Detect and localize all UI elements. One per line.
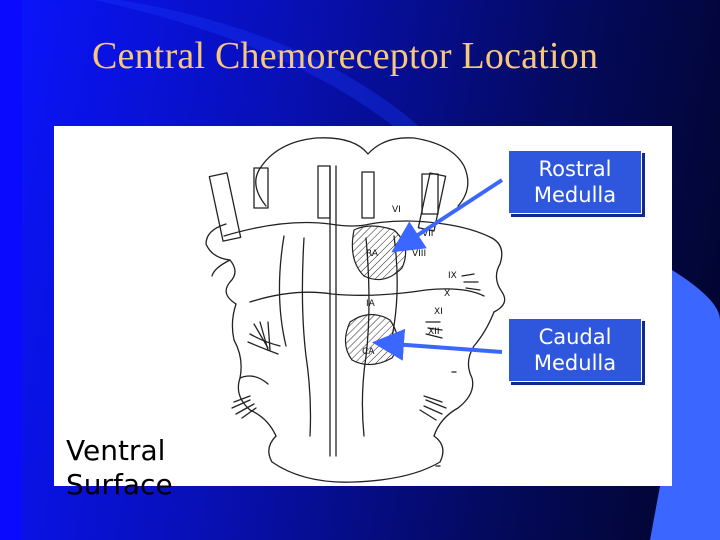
- slide-title: Central Chemoreceptor Location: [92, 35, 599, 77]
- center-vessel-right: [361, 171, 375, 219]
- left-fan-rootlets: [253, 321, 271, 351]
- center-vessel-left: [317, 165, 331, 219]
- label-vii: VII: [422, 229, 433, 239]
- left-wing-outline: [205, 223, 237, 305]
- pons-left-edge: [255, 169, 267, 207]
- left-rootlet-3: [239, 375, 269, 385]
- rostral-callout-line1: Rostral: [538, 157, 612, 181]
- rostral-callout-line2: Medulla: [533, 183, 617, 207]
- label-ca: CA: [362, 347, 375, 357]
- ventral-surface-caption: Ventral Surface: [66, 434, 173, 502]
- rostral-medulla-callout: Rostral Medulla: [508, 150, 642, 214]
- right-rootlets-xii: [425, 321, 443, 339]
- right-rootlets-ix: [461, 273, 481, 291]
- left-vertebral-artery: [278, 235, 287, 347]
- label-ra: RA: [366, 249, 379, 259]
- pons-upper-outline: [258, 137, 469, 207]
- caudal-callout-line2: Medulla: [533, 351, 617, 375]
- label-ia: IA: [366, 299, 376, 309]
- left-accent-bar: [0, 0, 22, 540]
- right-lower-roots: [419, 395, 447, 421]
- caudal-callout-line1: Caudal: [538, 325, 612, 349]
- left-vessel-outer: [208, 172, 242, 242]
- spinal-cord-bottom: [268, 435, 444, 483]
- right-vessel-inner: [421, 173, 439, 215]
- left-pyramid-line: [301, 237, 312, 437]
- label-viii: VIII: [412, 249, 426, 259]
- label-x: X: [444, 289, 450, 299]
- rostral-area-region: [351, 225, 407, 281]
- label-ix: IX: [448, 271, 457, 281]
- rostral-caudal-boundary: [249, 288, 485, 303]
- left-rootlet-2: [247, 341, 279, 355]
- left-vessel-inner: [253, 167, 269, 209]
- caudal-medulla-callout: Caudal Medulla: [508, 318, 642, 382]
- left-lower-roots: [231, 395, 257, 419]
- right-wing-outline: [491, 237, 506, 313]
- caudal-area-region: [344, 313, 399, 366]
- left-wing-detail: [211, 259, 231, 277]
- label-xii: XII: [428, 327, 439, 337]
- medulla-right-contour: [433, 311, 495, 437]
- label-xi: XI: [434, 307, 443, 317]
- right-accent-shape: [650, 270, 720, 540]
- caption-line2: Surface: [66, 468, 173, 501]
- caption-line1: Ventral: [66, 434, 166, 467]
- label-vi: VI: [392, 205, 401, 215]
